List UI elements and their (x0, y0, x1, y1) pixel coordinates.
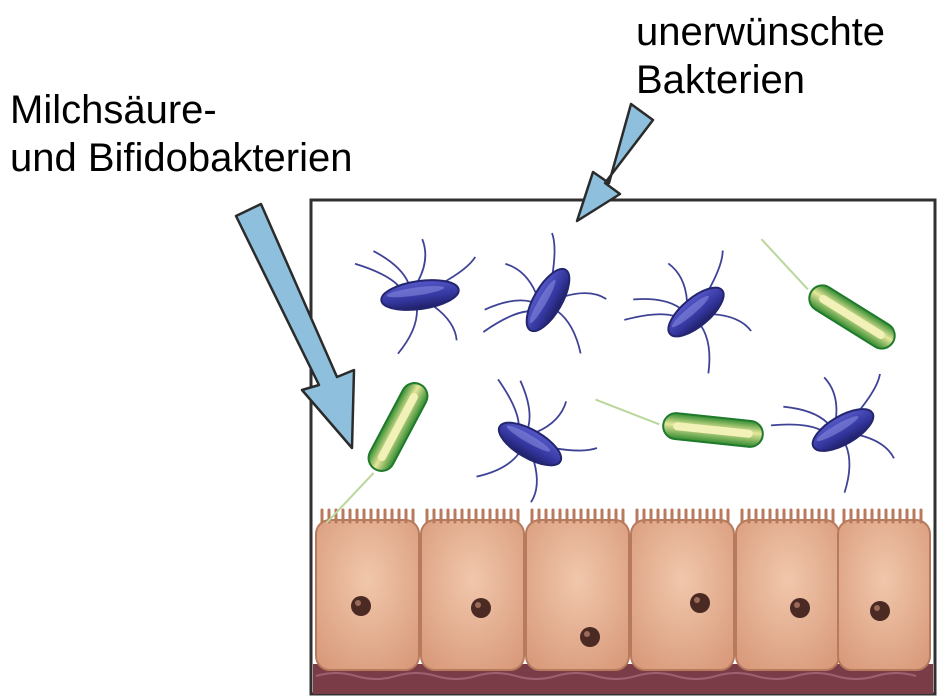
epithelial-cell (526, 510, 629, 670)
epithelial-cell-layer (316, 510, 930, 670)
cell-nucleus (580, 627, 600, 647)
cell-nucleus (690, 593, 710, 613)
epithelial-cell (736, 510, 839, 670)
cell-nucleus (870, 601, 890, 621)
cell-nucleus (790, 598, 810, 618)
epithelial-cell (316, 510, 419, 670)
epithelial-cell (631, 510, 734, 670)
cell-nucleus (471, 598, 491, 618)
epithelial-cell (838, 510, 930, 670)
epithelial-cell (421, 510, 524, 670)
cell-nucleus (351, 596, 371, 616)
